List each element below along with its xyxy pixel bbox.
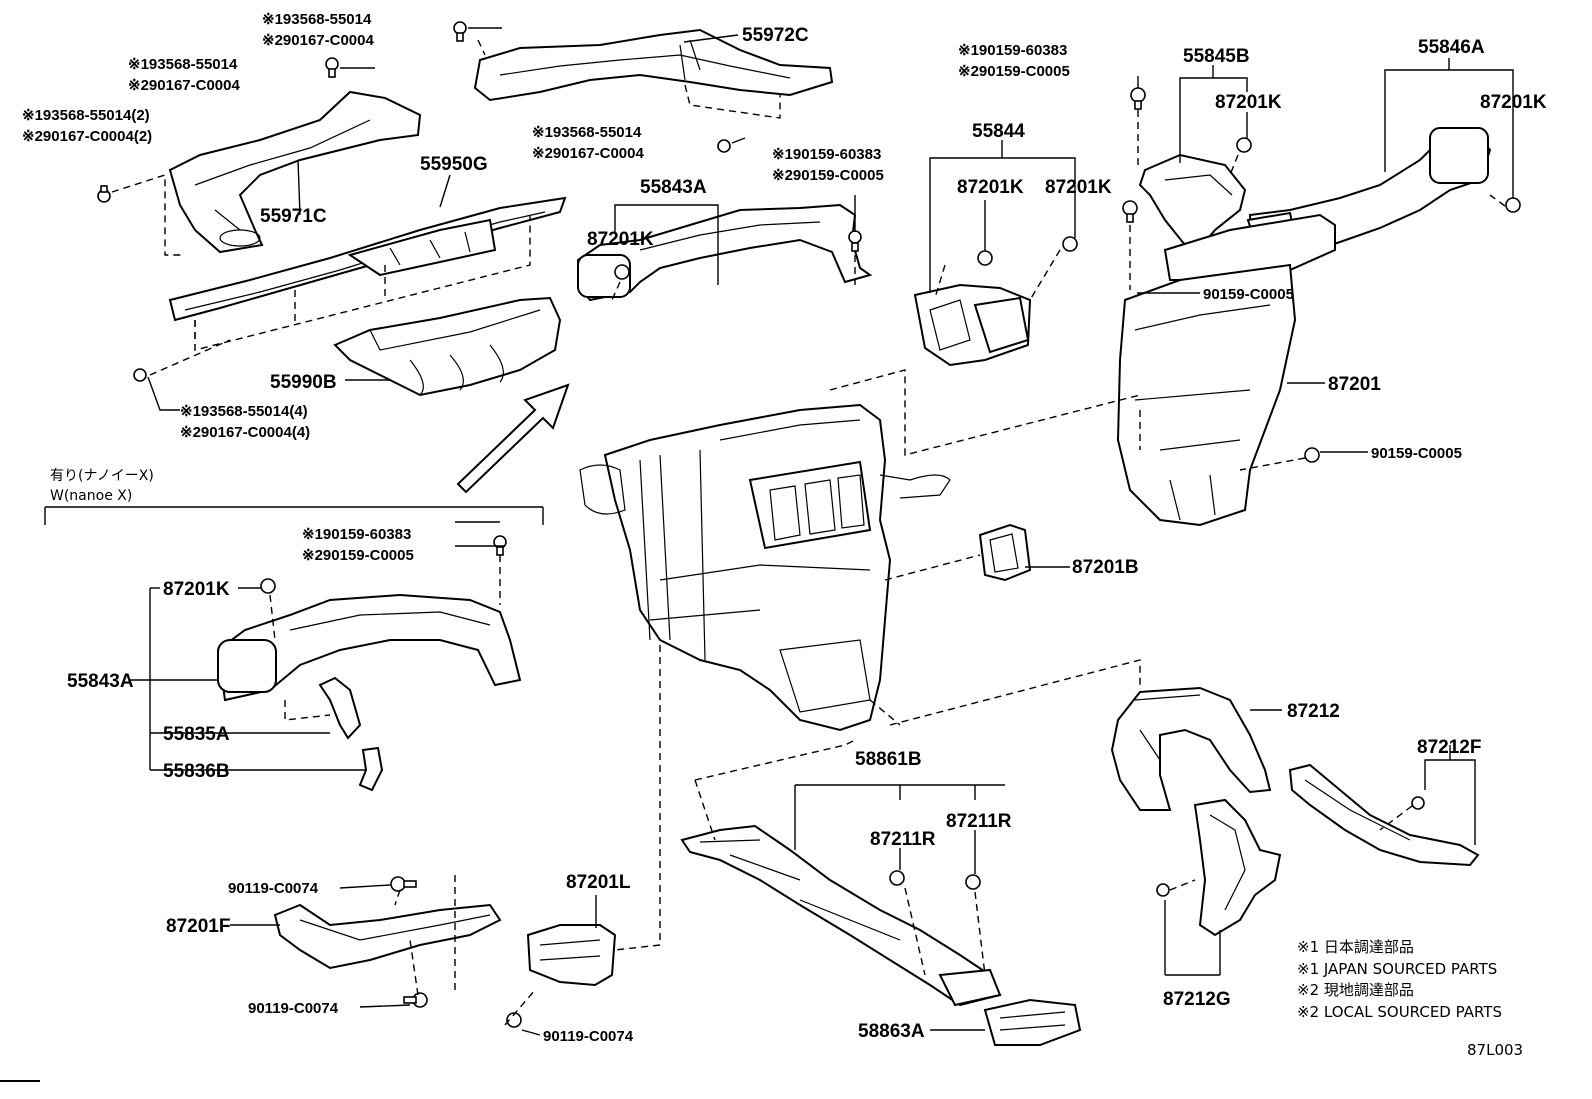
label-55972c: 55972C bbox=[742, 25, 809, 46]
label-55950g: 55950G bbox=[420, 154, 488, 175]
leader-lines bbox=[44, 27, 1514, 1036]
label-87212: 87212 bbox=[1287, 701, 1340, 722]
label-fastener-1a: ※193568-55014 bbox=[262, 11, 372, 28]
duct-55843a-left-drawing bbox=[216, 593, 522, 702]
label-fastener-13: 90119-C0074 bbox=[543, 1028, 634, 1045]
legend-line-3: ※2 現地調達部品 bbox=[1297, 981, 1414, 999]
label-58863a: 58863A bbox=[858, 1021, 925, 1042]
label-fastener-4a: ※193568-55014 bbox=[532, 124, 642, 141]
label-55971c: 55971C bbox=[260, 206, 327, 227]
label-87211r-a: 87211R bbox=[870, 829, 936, 850]
label-55835a: 55835A bbox=[163, 724, 230, 745]
label-87201k-e: 87201K bbox=[1480, 92, 1547, 113]
label-55843a-left: 55843A bbox=[67, 671, 134, 692]
label-87201k-c: 87201K bbox=[1045, 177, 1112, 198]
legend-line-4: ※2 LOCAL SOURCED PARTS bbox=[1297, 1003, 1502, 1021]
label-87201: 87201 bbox=[1328, 374, 1381, 395]
label-fastener-7b: ※290167-C0004(4) bbox=[180, 424, 310, 441]
label-87211r-b: 87211R bbox=[946, 811, 1012, 832]
label-55843a-top: 55843A bbox=[640, 177, 707, 198]
label-fastener-4b: ※290167-C0004 bbox=[532, 145, 644, 162]
variant-note-line1: 有り(ナノイーX) bbox=[50, 468, 154, 484]
legend-line-1: ※1 日本調達部品 bbox=[1297, 938, 1414, 956]
hvac-unit-drawing bbox=[579, 403, 951, 732]
variant-note-line2: W(nanoe X) bbox=[50, 488, 132, 504]
label-55845b: 55845B bbox=[1183, 46, 1250, 67]
housing-87201-drawing bbox=[1116, 213, 1336, 527]
legend-line-2: ※1 JAPAN SOURCED PARTS bbox=[1297, 960, 1497, 978]
vent-58863a-drawing bbox=[983, 998, 1082, 1046]
label-87212g: 87212G bbox=[1163, 989, 1231, 1010]
duct-58861b-drawing bbox=[680, 824, 1002, 1007]
label-87201k-a: 87201K bbox=[587, 229, 654, 250]
hose-55835a-drawing bbox=[318, 676, 362, 740]
label-87201k-f: 87201K bbox=[163, 579, 230, 600]
label-fastener-11: 90119-C0074 bbox=[228, 880, 319, 897]
duct-55971c-drawing bbox=[168, 90, 422, 254]
label-fastener-7a: ※193568-55014(4) bbox=[180, 403, 308, 420]
label-55836b: 55836B bbox=[163, 761, 230, 782]
hose-55836b-drawing bbox=[358, 746, 384, 792]
label-87201k-d: 87201K bbox=[1215, 92, 1282, 113]
label-87201k-b: 87201K bbox=[957, 177, 1024, 198]
vent-55844-drawing bbox=[913, 283, 1032, 367]
bracket-87201f-drawing bbox=[273, 903, 502, 970]
vent-87201b-drawing bbox=[978, 523, 1032, 582]
label-55844: 55844 bbox=[972, 121, 1025, 142]
frame-55950g-drawing bbox=[168, 196, 567, 322]
label-55990b: 55990B bbox=[270, 372, 337, 393]
label-87201l: 87201L bbox=[566, 872, 631, 893]
footer-rule bbox=[0, 1080, 40, 1082]
bracket-87201l-drawing bbox=[526, 924, 617, 987]
duct-55843a-top-drawing bbox=[577, 203, 873, 302]
label-fastener-3a: ※193568-55014(2) bbox=[22, 107, 150, 124]
direction-arrow bbox=[456, 383, 570, 494]
label-fastener-6a: ※190159-60383 bbox=[958, 42, 1067, 59]
label-fastener-12: 90119-C0074 bbox=[248, 1000, 339, 1017]
fastener-icons bbox=[97, 21, 1521, 1028]
label-87201f: 87201F bbox=[166, 916, 230, 937]
label-fastener-8a: ※190159-60383 bbox=[302, 526, 411, 543]
label-55846a: 55846A bbox=[1418, 37, 1485, 58]
duct-87212g-drawing bbox=[1193, 798, 1282, 937]
label-fastener-1b: ※290167-C0004 bbox=[262, 32, 374, 49]
label-fastener-5a: ※190159-60383 bbox=[772, 146, 881, 163]
label-fastener-2a: ※193568-55014 bbox=[128, 56, 238, 73]
diagram-code: 87L003 bbox=[1467, 1041, 1523, 1059]
duct-87212-drawing bbox=[1110, 686, 1272, 811]
label-fastener-2b: ※290167-C0004 bbox=[128, 77, 240, 94]
label-fastener-3b: ※290167-C0004(2) bbox=[22, 128, 152, 145]
label-fastener-10: 90159-C0005 bbox=[1371, 445, 1462, 462]
label-58861b: 58861B bbox=[855, 749, 922, 770]
duct-55972c-drawing bbox=[473, 28, 834, 102]
label-fastener-6b: ※290159-C0005 bbox=[958, 63, 1070, 80]
label-87201b: 87201B bbox=[1072, 557, 1139, 578]
label-fastener-9: 90159-C0005 bbox=[1203, 286, 1294, 303]
label-fastener-5b: ※290159-C0005 bbox=[772, 167, 884, 184]
label-fastener-8b: ※290159-C0005 bbox=[302, 547, 414, 564]
duct-87212f-drawing bbox=[1288, 763, 1480, 867]
label-87212f: 87212F bbox=[1417, 737, 1481, 758]
